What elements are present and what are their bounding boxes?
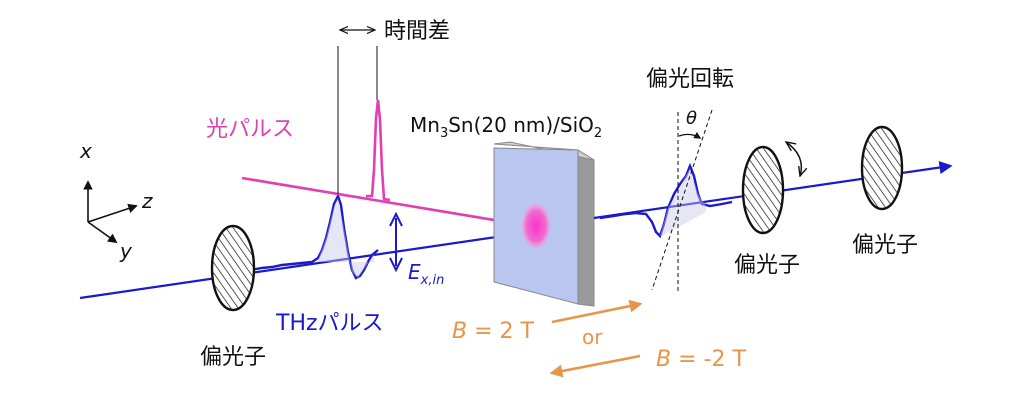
- thz-waveform-shadow: [318, 198, 374, 278]
- polarizer-left-label: 偏光子: [200, 345, 266, 370]
- thz-waveform-input: [249, 192, 379, 280]
- polarizer-rotation-arrow: [786, 142, 801, 176]
- optical-pulse-label: 光パルス: [206, 117, 294, 142]
- axis-y-arrow: [87, 221, 118, 244]
- time-difference-indicator: 時間差: [337, 19, 450, 194]
- polarizer-right-label: 偏光子: [852, 233, 918, 258]
- e-field-arrowhead-top: [389, 211, 403, 227]
- magnetic-field-indicator: B = 2 T or B = -2 T: [452, 299, 746, 378]
- thz-waveform-rotated-shadow: [660, 168, 706, 236]
- time-difference-label: 時間差: [384, 19, 450, 44]
- optical-beam: 光パルス: [206, 99, 531, 228]
- sample: Mn3Sn(20 nm)/SiO2: [410, 113, 602, 307]
- field-positive-arrow: [551, 299, 643, 324]
- thz-beam: Ex,in: [79, 192, 533, 300]
- thz-pulse-label: THzパルス: [275, 311, 384, 336]
- rotation-angle-arc: [678, 131, 702, 139]
- or-label: or: [582, 325, 603, 349]
- theta-label: θ: [686, 108, 697, 129]
- e-field-label: Ex,in: [408, 260, 444, 288]
- rotation-rotated-axis: [651, 109, 713, 291]
- axis-x-label: x: [79, 139, 92, 163]
- field-negative-label: B = -2 T: [656, 347, 746, 372]
- field-negative-arrow: [549, 354, 641, 378]
- sample-side-edge: [577, 149, 595, 307]
- polarizer-right: 偏光子: [852, 125, 918, 258]
- axis-z-label: z: [141, 189, 153, 213]
- polarizer-left: 偏光子: [200, 224, 266, 370]
- e-field-arrowhead-bottom: [389, 257, 403, 273]
- axis-y-label: y: [119, 239, 133, 263]
- sample-pump-spot: [522, 204, 550, 248]
- polarization-rotation-indicator: θ 偏光回転: [646, 67, 734, 292]
- polarizer-mid-label: 偏光子: [734, 253, 800, 278]
- polarization-rotation-label: 偏光回転: [646, 67, 734, 92]
- polarizer-left-disk: [210, 224, 256, 312]
- thz-beam-input: [79, 227, 533, 300]
- polarizer-right-disk: [860, 125, 904, 211]
- coordinate-axes: x z y: [79, 139, 153, 263]
- thz-waveform-rotated: [599, 162, 733, 239]
- optical-beam-line: [241, 176, 531, 228]
- axis-z-arrow: [87, 203, 138, 223]
- field-positive-label: B = 2 T: [452, 319, 535, 344]
- polarizer-mid-disk: [741, 145, 785, 235]
- optical-pulse-peak: [366, 99, 391, 202]
- polarizer-mid: 偏光子: [734, 142, 801, 278]
- sample-label: Mn3Sn(20 nm)/SiO2: [410, 113, 602, 141]
